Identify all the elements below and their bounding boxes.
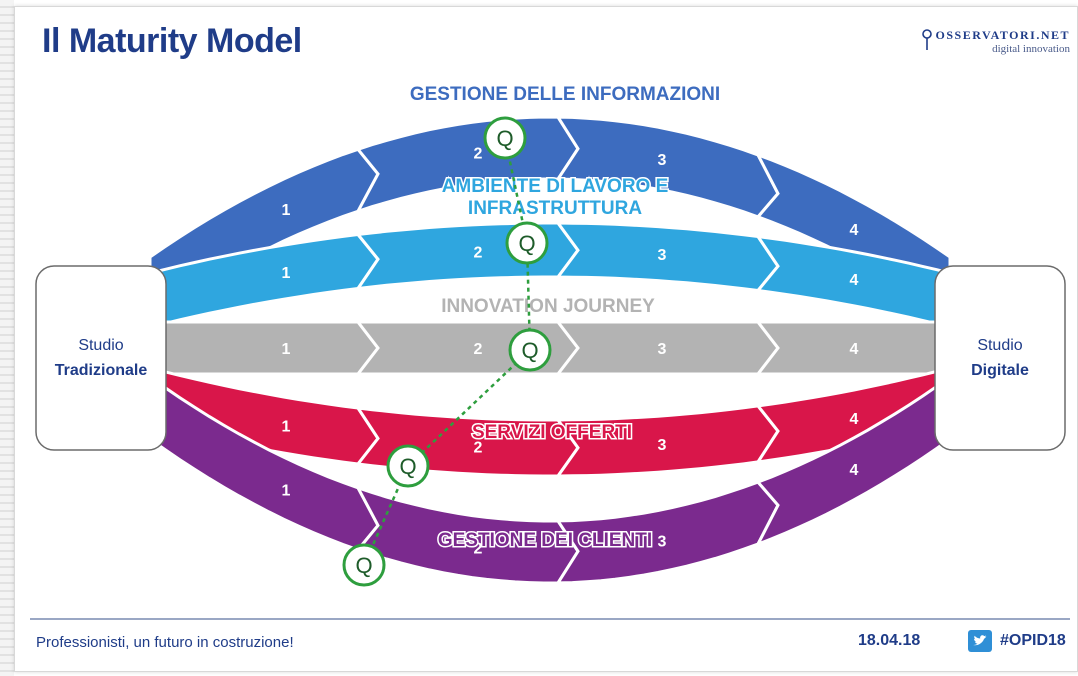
left-box-line-2: Tradizionale — [55, 362, 148, 379]
band-2-segment-3 — [555, 221, 780, 293]
band-5-stage-label-2: 2 — [474, 540, 483, 557]
q-marker-2: Q — [505, 221, 549, 265]
band-1-stage-label-1: 1 — [282, 202, 291, 219]
q-marker-letter: Q — [399, 454, 416, 479]
left-box — [35, 265, 167, 451]
q-marker-4: Q — [386, 444, 430, 488]
band-3-title-line-1: INNOVATION JOURNEY — [441, 296, 655, 317]
q-marker-1: Q — [483, 116, 527, 160]
band-4-stage-label-4: 4 — [850, 411, 859, 428]
band-4-stage-label-3: 3 — [658, 437, 667, 454]
left-edge-ruler — [0, 0, 14, 676]
logo-pin-icon — [922, 29, 932, 50]
band-2-title-line-1: AMBIENTE DI LAVORO E — [442, 176, 669, 197]
osservatori-logo: OSSERVATORI.NET digital innovation — [920, 28, 1070, 62]
right-box-line-1: Studio — [977, 337, 1022, 354]
boxes-layer: Studio Tradizionale Studio Digitale — [35, 265, 1066, 451]
band-2-stage-label-3: 3 — [658, 247, 667, 264]
twitter-icon — [968, 630, 992, 652]
right-box-line-2: Digitale — [971, 362, 1029, 379]
band-3-segment-1 — [148, 320, 380, 376]
q-marker-3: Q — [508, 328, 552, 372]
band-1-stage-label-2: 2 — [474, 146, 483, 163]
logo-line-1: OSSERVATORI.NET — [935, 28, 1070, 42]
markers-layer: Q Q Q Q Q — [342, 116, 552, 587]
band-5: 1 2 3 4 — [148, 374, 952, 585]
q-marker-letter: Q — [496, 126, 513, 151]
band-2-stage-label-1: 1 — [282, 265, 291, 282]
slide-title: Il Maturity Model — [42, 22, 302, 60]
left-box-line-1: Studio — [78, 337, 123, 354]
band-2-stage-label-4: 4 — [850, 272, 859, 289]
footer-divider — [30, 618, 1070, 620]
q-marker-letter: Q — [355, 553, 372, 578]
band-1-stage-label-4: 4 — [850, 222, 859, 239]
footer-date: 18.04.18 — [858, 632, 921, 649]
band-1-title-line-1: GESTIONE DELLE INFORMAZIONI — [410, 84, 720, 105]
logo-line-2: digital innovation — [992, 43, 1070, 55]
band-2-title-line-2: INFRASTRUTTURA — [468, 198, 642, 219]
q-marker-5: Q — [342, 543, 386, 587]
footer-text: Professionisti, un futuro in costruzione… — [36, 634, 294, 651]
band-3-stage-label-2: 2 — [474, 341, 483, 358]
band-4-title-line-1: SERVIZI OFFERTI — [472, 422, 632, 443]
right-box — [934, 265, 1066, 451]
band-3-segment-3 — [554, 320, 780, 376]
band-5-stage-label-1: 1 — [282, 482, 291, 499]
band-3-stage-label-1: 1 — [282, 341, 291, 358]
band-1-stage-label-3: 3 — [658, 152, 667, 169]
band-2-stage-label-2: 2 — [474, 245, 483, 262]
band-5-stage-label-4: 4 — [850, 462, 859, 479]
band-3-stage-label-4: 4 — [850, 341, 859, 358]
footer-hashtag: #OPID18 — [1000, 632, 1066, 649]
band-3-stage-label-3: 3 — [658, 341, 667, 358]
q-marker-letter: Q — [518, 231, 535, 256]
band-4-stage-label-2: 2 — [474, 439, 483, 456]
labels-layer: GESTIONE DELLE INFORMAZIONI AMBIENTE DI L… — [408, 83, 721, 553]
band-5-stage-label-3: 3 — [658, 534, 667, 551]
marker-connector-line — [362, 137, 532, 566]
band-5-title-line-1: GESTIONE DEI CLIENTI — [438, 530, 652, 551]
band-4-stage-label-1: 1 — [282, 418, 291, 435]
q-marker-letter: Q — [521, 338, 538, 363]
